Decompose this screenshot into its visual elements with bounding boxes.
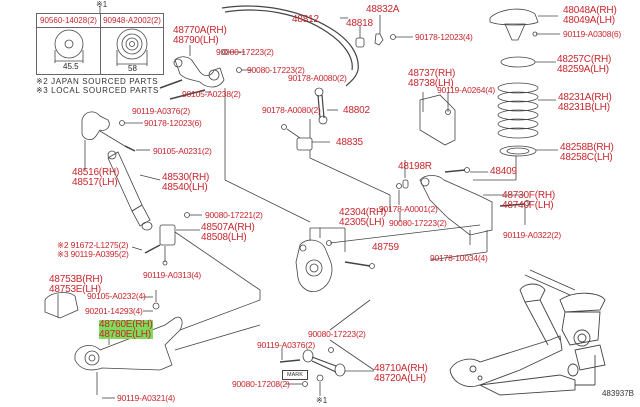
- bracket-48507: [159, 224, 176, 246]
- table-divider: [100, 14, 101, 74]
- label-48730[interactable]: 48730F(RH)48740F(LH): [502, 190, 556, 211]
- washer-icon: [54, 29, 84, 59]
- label-90105-a0231[interactable]: 90105-A0231(2): [153, 146, 212, 156]
- label-48530[interactable]: 48530(RH)48540(LH): [162, 172, 210, 193]
- stabilizer-bar: [221, 5, 359, 87]
- washer-part-58[interactable]: 90948-A2002(2): [101, 14, 163, 28]
- label-48802[interactable]: 48802: [343, 105, 370, 116]
- label-90105-a0232[interactable]: 90105-A0232(4): [87, 291, 146, 301]
- label-90119-a0376-b[interactable]: 90119-A0376(2): [257, 340, 316, 350]
- lower-arm-48730: [419, 175, 493, 236]
- label-48818[interactable]: 48818: [346, 18, 373, 29]
- label-48258[interactable]: 48258B(RH)48258C(LH): [560, 142, 614, 163]
- label-90080-17223-d[interactable]: 90080-17223(2): [308, 329, 366, 339]
- label-48770[interactable]: 48770A(RH)48790(LH): [173, 25, 227, 46]
- label-90080-17223-b[interactable]: 90080-17223(2): [247, 65, 305, 75]
- washer-dimension-58: 58: [128, 64, 137, 73]
- label-48835[interactable]: 48835: [336, 137, 363, 148]
- note-local-sourced: ※3 LOCAL SOURCED PARTS: [36, 86, 159, 95]
- label-90178-a0001[interactable]: 90178-A0001(2): [379, 204, 438, 214]
- washer-hole-icon: [64, 39, 74, 49]
- label-90119-a0376-a[interactable]: 90119-A0376(2): [132, 106, 191, 116]
- label-90080-17223-a[interactable]: 90080-17223(2): [216, 47, 274, 57]
- washer-table: 90560-14028(2) 90948-A2002(2) 45.5 58: [36, 13, 164, 75]
- shock-absorber-48530: [107, 150, 153, 231]
- label-90080-17208[interactable]: 90080-17208(2): [232, 379, 290, 389]
- label-48760-highlighted[interactable]: 48760E(RH)48780E(LH): [99, 319, 153, 340]
- label-90178-10034[interactable]: 90178-10034(4): [430, 253, 488, 263]
- label-48231[interactable]: 48231A(RH)48231B(LH): [558, 92, 612, 113]
- label-90119-a0313[interactable]: 90119-A0313(4): [143, 270, 202, 280]
- shock-mount-48516: [81, 111, 110, 140]
- label-48812[interactable]: 48812: [292, 14, 319, 25]
- table-marker: ※1: [96, 0, 108, 9]
- washer-icon: [116, 28, 148, 60]
- label-48753[interactable]: 48753B(RH)48753E(LH): [49, 274, 103, 295]
- label-48737[interactable]: 48737(RH)48738(LH): [408, 68, 456, 89]
- bracket-48832a: [374, 33, 384, 46]
- washer-dimension-45: 45.5: [63, 62, 79, 71]
- label-48198r[interactable]: 48198R: [398, 161, 432, 172]
- label-90178-12023-6[interactable]: 90178-12023(6): [144, 118, 202, 128]
- lateral-link-48710: [302, 349, 346, 377]
- top-mount-48048: [489, 8, 539, 26]
- spring-seat-48257: [500, 56, 536, 68]
- label-48710[interactable]: 48710A(RH)48720A(LH): [374, 363, 428, 384]
- mark-box: MARK: [282, 370, 308, 380]
- knuckle-42304: [295, 239, 333, 293]
- label-90178-a0080-b[interactable]: 90178-A0080(2): [262, 105, 321, 115]
- label-48759[interactable]: 48759: [372, 242, 399, 253]
- bracket-48737: [419, 94, 456, 146]
- bracket-48753: [44, 292, 79, 319]
- spring-seat-48258: [499, 145, 537, 157]
- assembled-suspension-illustration: [449, 269, 606, 396]
- label-48409[interactable]: 48409: [490, 166, 517, 177]
- footnote-marker: ※1: [316, 396, 328, 405]
- washer-part-45[interactable]: 90560-14028(2): [37, 14, 101, 28]
- bracket-48835: [296, 137, 313, 151]
- label-90119-a0321[interactable]: 90119-A0321(4): [117, 393, 176, 403]
- label-90119-a0395[interactable]: ※3 90119-A0395(2): [57, 249, 129, 259]
- label-90178-a0080-a[interactable]: 90178-A0080(2): [288, 73, 347, 83]
- bushing-48818: [355, 37, 365, 48]
- label-48832a[interactable]: 48832A: [366, 4, 400, 15]
- label-90119-a0322[interactable]: 90119-A0322(2): [503, 230, 562, 240]
- label-90119-a0308[interactable]: 90119-A0308(6): [563, 29, 622, 39]
- label-90119-a0264[interactable]: 90119-A0264(4): [437, 85, 496, 95]
- note-japan-sourced: ※2 JAPAN SOURCED PARTS: [36, 77, 159, 86]
- figure-code: 483937B: [601, 389, 634, 398]
- label-48048[interactable]: 48048A(RH)48049A(LH): [563, 5, 617, 26]
- upper-arm-48770: [174, 56, 225, 88]
- label-90178-12023-4[interactable]: 90178-12023(4): [415, 32, 473, 42]
- label-48516[interactable]: 48516(RH)48517(LH): [72, 167, 120, 188]
- label-90080-17221[interactable]: 90080-17221(2): [205, 210, 263, 220]
- label-90080-17223-c[interactable]: 90080-17223(2): [389, 218, 447, 228]
- label-90201-14293[interactable]: 90201-14293(4): [85, 306, 143, 316]
- label-42304[interactable]: 42304(RH)42305(LH): [339, 207, 387, 228]
- label-48507[interactable]: 48507A(RH)48508(LH): [201, 222, 255, 243]
- coil-spring-48231: [497, 82, 539, 139]
- label-48257[interactable]: 48257C(RH)48259A(LH): [557, 54, 612, 75]
- label-91672-l1275[interactable]: ※2 91672-L1275(2): [57, 240, 129, 250]
- label-90105-a0238[interactable]: 90105-A0238(2): [182, 89, 241, 99]
- trailing-arm-48760: [74, 316, 183, 371]
